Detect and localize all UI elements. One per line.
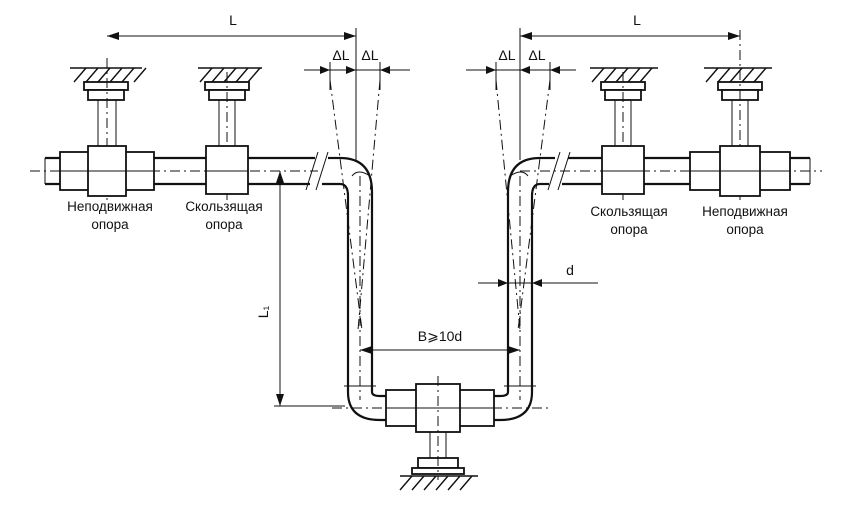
dim-B-label: B⩾10d bbox=[418, 328, 462, 344]
dim-L1-label: L₁ bbox=[255, 305, 271, 318]
fixed-support-right-label-1: Неподвижная bbox=[702, 204, 788, 219]
delta-L-label-3: ΔL bbox=[498, 47, 515, 63]
u-loop-left-leg bbox=[339, 156, 374, 400]
dimension-delta-L-left bbox=[304, 62, 410, 90]
sliding-support-left-label-2: опора bbox=[205, 217, 243, 232]
u-loop-right-leg bbox=[506, 156, 541, 400]
dim-d-label: d bbox=[566, 262, 574, 278]
sliding-support-right-label-2: опора bbox=[610, 222, 648, 237]
dimension-L-left bbox=[107, 28, 357, 160]
fixed-support-right bbox=[689, 145, 791, 197]
delta-L-label-4: ΔL bbox=[528, 47, 545, 63]
dimension-L1 bbox=[274, 171, 345, 407]
sliding-support-right bbox=[601, 145, 645, 195]
fixed-support-left-label-1: Неподвижная bbox=[67, 199, 153, 214]
fixed-support-left-label-2: опора bbox=[91, 217, 129, 232]
dimension-B bbox=[360, 346, 520, 354]
dim-L-left-label: L bbox=[229, 12, 237, 28]
sliding-support-left-label-1: Скользящая bbox=[185, 199, 262, 214]
delta-L-label-2: ΔL bbox=[361, 47, 378, 63]
ceiling-hatch-sliding-right bbox=[590, 67, 658, 83]
delta-L-label-1: ΔL bbox=[332, 47, 349, 63]
dimension-d bbox=[478, 279, 598, 287]
sliding-support-right-label-1: Скользящая bbox=[590, 204, 667, 219]
dimension-L-right bbox=[519, 28, 740, 160]
dimension-delta-L-right bbox=[466, 62, 576, 90]
fixed-support-left bbox=[59, 145, 155, 197]
ceiling-hatch-fixed-right bbox=[704, 67, 772, 83]
hanger-fixed-left bbox=[83, 58, 129, 200]
dim-L-right-label: L bbox=[633, 12, 641, 28]
sliding-support-bottom bbox=[385, 376, 495, 480]
floor-hatch-bottom bbox=[399, 475, 478, 491]
ceiling-hatch-fixed-left bbox=[70, 67, 147, 83]
loop-deflection-lines bbox=[329, 79, 551, 331]
ceiling-hatch-sliding-left bbox=[198, 67, 262, 83]
fixed-support-right-label-2: опора bbox=[726, 222, 764, 237]
hanger-sliding-left bbox=[204, 72, 250, 200]
sliding-support-left bbox=[205, 145, 249, 195]
